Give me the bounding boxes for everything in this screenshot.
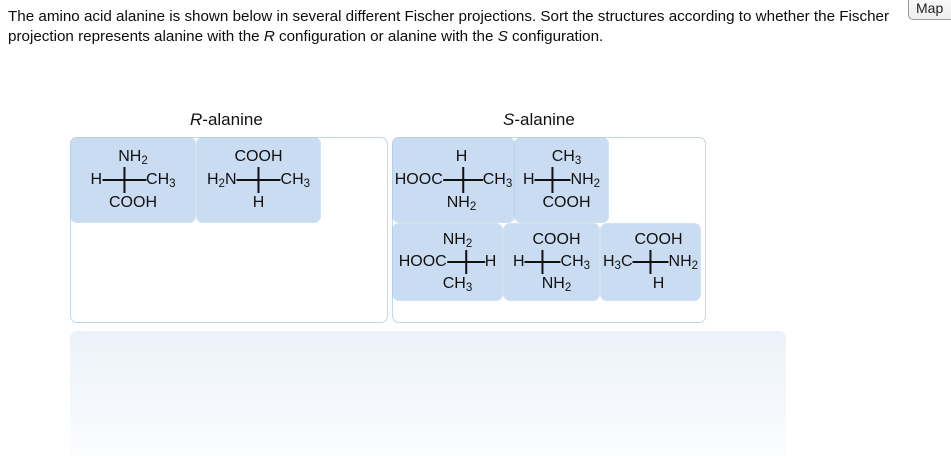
fischer-projection-s4: COOH H CH3 NH2 [512, 231, 591, 294]
fischer-bottom-label-s1: NH2 [446, 194, 477, 213]
column-heading-s-alanine: S-alanine [503, 110, 575, 130]
fischer-top-label-s2: CH3 [551, 148, 582, 167]
molecule-source-tray[interactable] [70, 331, 786, 456]
column-heading-r-alanine: R-alanine [190, 110, 263, 130]
instruction-line-3b: configuration. [507, 27, 604, 45]
fischer-right-label-r1: CH3 [146, 171, 176, 190]
column-heading-s-suffix: -alanine [514, 110, 575, 129]
molecule-tile-r2[interactable]: COOH H2N CH3 H [197, 138, 320, 222]
fischer-left-label-r2: H2N [206, 171, 237, 190]
fischer-bond-cross-s5 [632, 250, 669, 274]
molecule-tile-s2[interactable]: CH3 H NH2 COOH [515, 138, 608, 222]
fischer-bottom-label-r2: H [252, 194, 265, 211]
fischer-projection-s3: NH2 HOOC H CH3 [398, 231, 497, 294]
molecule-tile-r1[interactable]: NH2 H CH3 COOH [71, 138, 195, 222]
fischer-projection-s5: COOH H3C NH2 H [603, 232, 698, 292]
fischer-right-label-s1: CH3 [482, 171, 513, 190]
column-heading-s-letter: S [503, 110, 515, 129]
instruction-line-2a: according to whether the Fischer project… [8, 8, 890, 45]
fischer-top-label-s4: COOH [532, 231, 581, 248]
instruction-line-1: The amino acid alanine is shown below in… [8, 8, 665, 25]
fischer-right-label-s5: NH2 [668, 253, 699, 272]
fischer-left-label-s4: H [512, 253, 525, 270]
fischer-bottom-label-s2: COOH [542, 194, 591, 211]
fischer-bond-cross-s2 [534, 167, 571, 193]
fischer-top-label-s3: NH2 [442, 231, 473, 250]
fischer-projection-s2: CH3 H NH2 COOH [523, 149, 600, 211]
fischer-bond-cross-r1 [102, 167, 147, 193]
config-letter-r-inline: R [263, 27, 275, 45]
fischer-projection-r2: COOH H2N CH3 H [207, 149, 310, 211]
map-button[interactable]: Map [908, 0, 951, 20]
column-heading-r-suffix: -alanine [202, 110, 263, 129]
fischer-bottom-label-s3: CH3 [442, 275, 473, 294]
molecule-tile-s5[interactable]: COOH H3C NH2 H [601, 224, 700, 300]
fischer-left-label-s3: HOOC [398, 253, 447, 270]
fischer-bottom-label-s4: NH2 [541, 275, 572, 294]
fischer-bond-cross-r2 [236, 167, 281, 193]
fischer-right-label-s3: H [484, 253, 497, 270]
fischer-left-label-s1: HOOC [394, 171, 443, 188]
fischer-top-label-r1: NH2 [118, 148, 148, 167]
fischer-bond-cross-s3 [446, 250, 485, 274]
fischer-right-label-r2: CH3 [280, 171, 311, 190]
config-letter-s-inline: S [497, 27, 508, 45]
fischer-left-label-s2: H [522, 171, 535, 188]
fischer-right-label-s4: CH3 [560, 253, 591, 272]
molecule-tile-s4[interactable]: COOH H CH3 NH2 [504, 224, 599, 300]
fischer-bottom-label-r1: COOH [108, 194, 157, 211]
fischer-top-label-s1: H [455, 148, 468, 165]
instruction-text: The amino acid alanine is shown below in… [8, 7, 924, 46]
fischer-top-label-r2: COOH [234, 148, 283, 165]
fischer-left-label-r1: H [90, 171, 103, 188]
fischer-bond-cross-s1 [442, 167, 483, 193]
fischer-left-label-s5: H3C [602, 253, 633, 272]
column-heading-r-letter: R [190, 110, 203, 129]
fischer-bond-cross-s4 [524, 250, 561, 274]
instruction-line-2b: configuration or alanine with the [274, 27, 494, 45]
fischer-right-label-s2: NH2 [570, 171, 601, 190]
molecule-tile-s3[interactable]: NH2 HOOC H CH3 [393, 224, 502, 300]
molecule-tile-s1[interactable]: H HOOC CH3 NH2 [393, 138, 514, 222]
fischer-bottom-label-s5: H [652, 275, 665, 292]
fischer-projection-s1: H HOOC CH3 NH2 [394, 148, 513, 213]
fischer-top-label-s5: COOH [634, 231, 683, 248]
fischer-projection-r1: NH2 H CH3 COOH [90, 149, 175, 211]
